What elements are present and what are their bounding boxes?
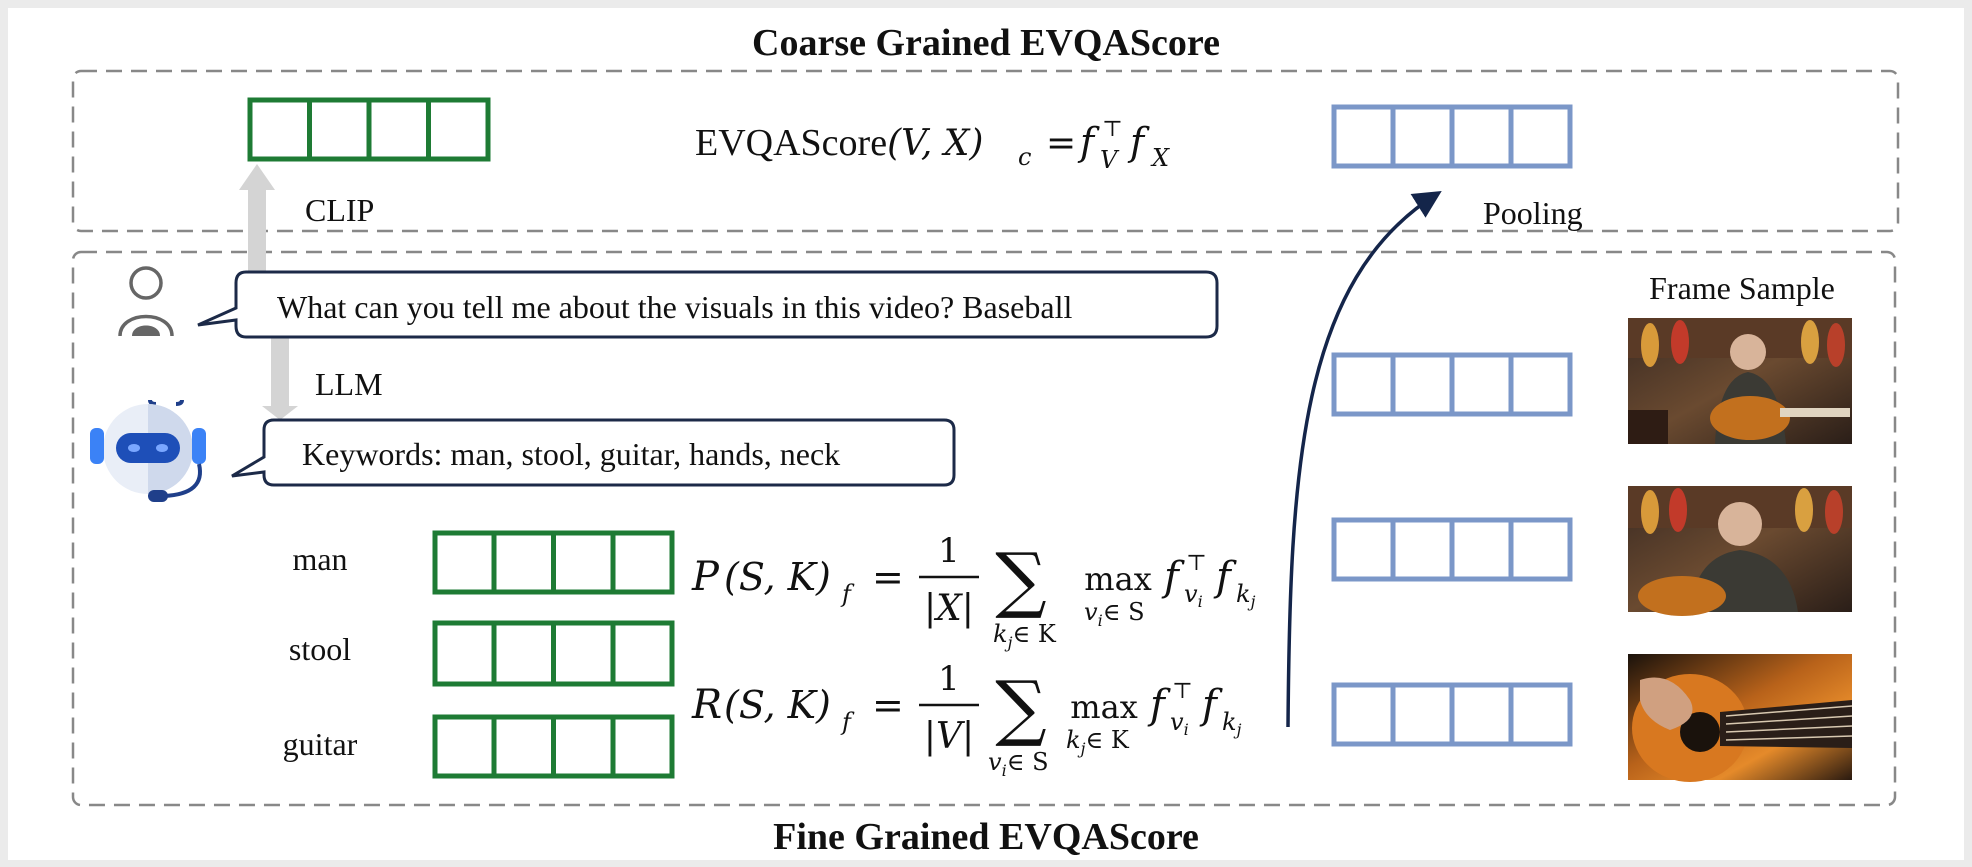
recall-max-set: ∈ K: [1086, 726, 1130, 754]
precision-max-sub-v: v: [1084, 598, 1098, 626]
precision-max-sub-i: i: [1098, 611, 1103, 630]
pooling-arrow: [1286, 191, 1442, 728]
svg-text:EVQAScore(V, X): EVQAScore(V, X): [695, 122, 983, 164]
precision-vi: vi: [1184, 580, 1203, 611]
recall-kj-k: k: [1222, 708, 1237, 736]
pooling-label: Pooling: [1483, 195, 1583, 231]
recall-norm: |V|: [924, 716, 974, 757]
visual-vector-pooled: [1331, 104, 1573, 169]
precision-kj: kj: [1236, 580, 1256, 611]
precision-args: (S, K): [724, 555, 831, 599]
recall-sum-sub-i: i: [1002, 761, 1007, 780]
precision-one: 1: [938, 531, 960, 571]
precision-max: max: [1084, 560, 1151, 598]
coarse-formula: EVQAScore(V, X) c = f ⊤ V f X: [695, 117, 1170, 174]
precision-eq: =: [872, 555, 904, 599]
recall-top: ⊤: [1172, 679, 1193, 704]
precision-max-sub: vi∈ S: [1084, 598, 1145, 630]
frame-thumbnail-1: [1628, 318, 1852, 444]
clip-arrow: [239, 164, 275, 273]
recall-eq: =: [872, 683, 904, 727]
clip-label: CLIP: [305, 192, 374, 228]
precision-sum-sub: kj∈ K: [993, 620, 1057, 652]
precision-vi-i: i: [1198, 592, 1203, 611]
precision-formula: P (S, K) f = 1 |X| ∑ kj∈ K max vi∈ S f ⊤…: [691, 531, 1256, 652]
recall-max: max: [1070, 688, 1137, 726]
keywords-bubble: Keywords: man, stool, guitar, hands, nec…: [231, 418, 956, 487]
frame-thumbnail-3: [1628, 654, 1853, 782]
recall-vi-i: i: [1184, 720, 1189, 739]
question-text: What can you tell me about the visuals i…: [277, 289, 1072, 325]
keyword-label: stool: [289, 631, 351, 667]
coarse-sub-V: V: [1100, 146, 1120, 174]
recall-max-sub-j: j: [1078, 739, 1086, 758]
coarse-eq: =: [1046, 123, 1076, 164]
recall-letter: R: [691, 682, 722, 728]
coarse-sub-X: X: [1150, 144, 1170, 172]
recall-sum: ∑: [995, 665, 1046, 749]
precision-sum-sub-k: k: [993, 620, 1008, 648]
frame-vector-2: [1331, 517, 1573, 582]
coarse-formula-name: EVQAScore: [695, 122, 887, 164]
recall-one: 1: [938, 659, 960, 699]
precision-norm: |X|: [924, 588, 974, 629]
keyword-vector-guitar: [432, 714, 675, 779]
robot-icon: [90, 399, 206, 502]
recall-sum-set: ∈ S: [1007, 748, 1049, 776]
fine-title: Fine Grained EVQAScore: [773, 816, 1199, 858]
precision-kj-j: j: [1248, 592, 1256, 611]
recall-args: (S, K): [724, 683, 831, 727]
fine-frame: [71, 250, 1897, 807]
precision-top: ⊤: [1186, 551, 1207, 576]
coarse-title: Coarse Grained EVQAScore: [752, 22, 1220, 64]
recall-max-sub-k: k: [1066, 726, 1081, 754]
precision-letter: P: [691, 554, 720, 600]
frame-thumbnail-2: [1628, 486, 1852, 616]
frame-vector-3: [1331, 682, 1573, 747]
frame-sample-label: Frame Sample: [1649, 270, 1835, 306]
recall-max-sub: kj∈ K: [1066, 726, 1130, 758]
keywords-text: Keywords: man, stool, guitar, hands, nec…: [302, 436, 840, 472]
llm-arrow: [262, 334, 298, 420]
coarse-top: ⊤: [1102, 117, 1123, 142]
coarse-formula-args: (V, X): [887, 123, 983, 164]
keyword-vector-man: [432, 530, 675, 595]
precision-sum-sub-j: j: [1005, 633, 1013, 652]
precision-kj-k: k: [1236, 580, 1251, 608]
keyword-label: guitar: [283, 726, 358, 762]
recall-formula: R (S, K) f = 1 |V| ∑ vi∈ S max kj∈ K f ⊤…: [691, 659, 1242, 780]
user-icon: [118, 266, 174, 337]
recall-vi: vi: [1170, 708, 1189, 739]
recall-kj-j: j: [1234, 720, 1242, 739]
coarse-formula-sub: c: [1018, 143, 1031, 171]
keyword-label: man: [292, 541, 347, 577]
precision-sum-set: ∈ K: [1013, 620, 1057, 648]
keyword-vector-stool: [432, 620, 675, 687]
recall-sum-sub: vi∈ S: [988, 748, 1049, 780]
question-bubble: What can you tell me about the visuals i…: [197, 270, 1219, 339]
frame-vector-1: [1331, 352, 1573, 417]
llm-label: LLM: [315, 366, 383, 402]
recall-vi-v: v: [1170, 708, 1184, 736]
recall-kj: kj: [1222, 708, 1242, 739]
precision-vi-v: v: [1184, 580, 1198, 608]
precision-sum: ∑: [995, 537, 1046, 621]
precision-max-set: ∈ S: [1103, 598, 1145, 626]
coarse-frame: [71, 69, 1900, 233]
text-vector-clip: [247, 97, 491, 162]
recall-sum-sub-v: v: [988, 748, 1002, 776]
